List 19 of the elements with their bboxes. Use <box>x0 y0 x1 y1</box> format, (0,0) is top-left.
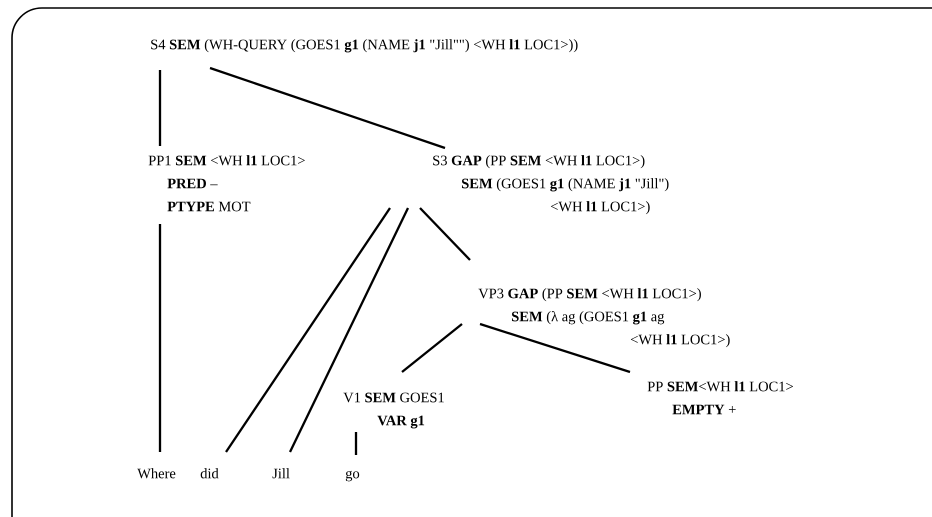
word-label: Where <box>137 468 176 478</box>
tree-branch <box>419 207 471 261</box>
feature-structure-label: PP1 SEM <WH l1 LOC1> PRED – PTYPE MOT <box>148 155 305 212</box>
word-label: did <box>200 468 219 478</box>
tree-branch <box>480 322 630 374</box>
tree-branch <box>158 224 162 452</box>
tree-branch <box>288 208 410 452</box>
tree-branch <box>401 323 463 373</box>
tree-branch <box>158 70 162 146</box>
tree-branch <box>354 432 358 455</box>
feature-structure-label: V1 SEM GOES1 VAR g1 <box>343 392 444 428</box>
tree-branch <box>210 66 446 150</box>
feature-structure-label: S4 SEM (WH-QUERY (GOES1 g1 (NAME j1 "Jill"") <WH l1 LOC1>)) <box>151 39 578 52</box>
word-label: go <box>346 470 360 482</box>
tree-branch <box>225 207 391 453</box>
feature-structure-label: PP SEM<WH l1 LOC1> EMPTY + <box>648 381 793 414</box>
feature-structure-label: S3 GAP (PP SEM <WH l1 LOC1>) SEM (GOES1 g1 (NAME j1 "Jill") <WH l1 LOC1>) <box>433 155 669 214</box>
word-label: Jill <box>272 468 290 478</box>
feature-structure-label: VP3 GAP (PP SEM <WH l1 LOC1>) SEM (λ ag (GOES1 g1 ag <WH l1 LOC1>) <box>478 288 730 348</box>
